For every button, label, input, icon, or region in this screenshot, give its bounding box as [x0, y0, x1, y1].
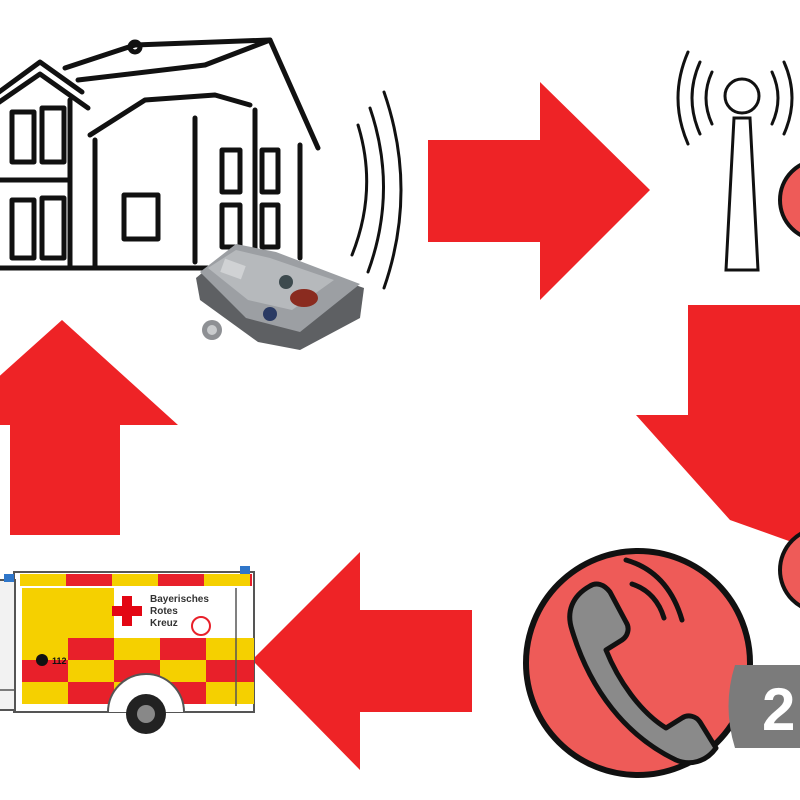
org-name-line-1: Bayerisches — [150, 594, 209, 605]
brk-emblem — [191, 616, 211, 636]
emergency-pendant-icon — [202, 320, 222, 340]
red-cross-logo — [112, 596, 142, 626]
control-center-circle-middle — [778, 531, 800, 609]
control-center-circle-top — [778, 163, 800, 237]
signal-waves-icon — [350, 90, 403, 290]
alarm-base-station-icon — [196, 244, 364, 350]
ambulance-icon: Bayerisches Rotes Kreuz 112 — [0, 566, 255, 734]
arrow-right — [428, 82, 650, 300]
ambulance-phone-icon — [36, 654, 48, 666]
arrow-up — [0, 320, 178, 535]
house-icon — [0, 37, 321, 271]
badge-number: 2 — [762, 676, 795, 743]
arrow-left — [252, 552, 472, 770]
ambulance-phone-number: 112 — [52, 656, 67, 666]
service-number-badge: 2 — [728, 665, 800, 748]
phone-handset-icon — [523, 548, 753, 778]
arrow-down — [636, 305, 800, 545]
org-name-line-2: Rotes — [150, 606, 178, 617]
radio-antenna-icon — [676, 50, 794, 272]
org-name-line-3: Kreuz — [150, 618, 178, 629]
